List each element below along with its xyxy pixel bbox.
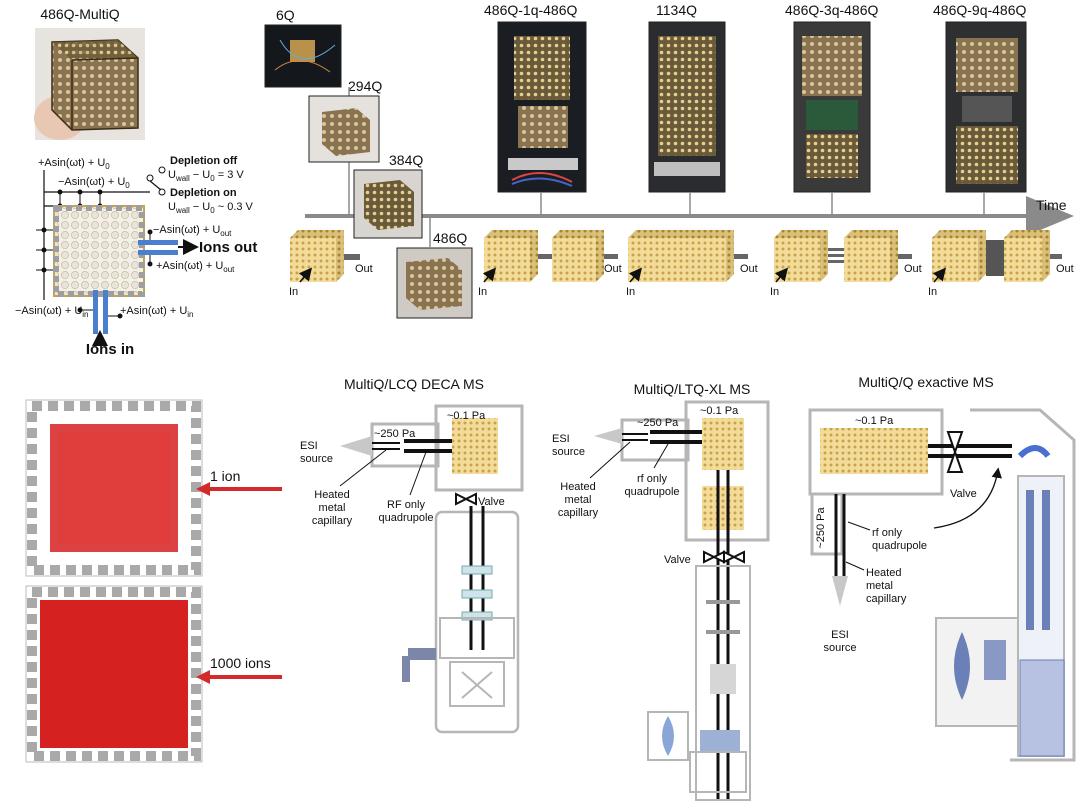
label-1-ion: 1 ion <box>210 468 240 484</box>
gen-label-486q-1q-486q: 486Q-1q-486Q <box>484 2 578 18</box>
cube-486q: Out In <box>289 230 373 298</box>
label-1000-ions: 1000 ions <box>210 655 271 671</box>
deca-title: MultiQ/LCQ DECA MS <box>344 376 484 392</box>
right-top-voltage: −Asin(ωt) + Uout <box>153 224 232 238</box>
cube-in-label: In <box>478 286 487 298</box>
gen-label-486q: 486Q <box>433 230 467 246</box>
top-mid-voltage: −Asin(ωt) + U0 <box>58 176 130 190</box>
deca-high-pressure: ~0.1 Pa <box>447 410 486 422</box>
right-bottom-voltage: +Asin(ωt) + Uout <box>156 260 235 274</box>
depletion-on-label: Depletion on <box>170 187 237 199</box>
qe-low-pressure: ~250 Pa <box>815 506 827 548</box>
photo-486q <box>396 247 473 319</box>
multiq-photo-title: 486Q-MultiQ <box>40 6 119 22</box>
timeline: Time 6Q 294Q 384Q 486Q 486Q-1q-486Q 1134… <box>264 2 1074 319</box>
deca-low-pressure: ~250 Pa <box>374 428 416 440</box>
cube-in-label: In <box>770 286 779 298</box>
ions-in-label: Ions in <box>86 341 134 358</box>
electrode-schematic: +Asin(ωt) + U0 −Asin(ωt) + U0 Depletion … <box>15 155 257 358</box>
simulation-1-ion: 1 ion <box>25 399 282 577</box>
photo-1134q <box>648 21 726 193</box>
gen-label-6q: 6Q <box>276 7 295 23</box>
cube-pair-486q-3q-486q: Out In <box>770 230 922 298</box>
ions-out-label: Ions out <box>199 239 257 256</box>
top-left-voltage: +Asin(ωt) + U0 <box>38 157 110 171</box>
ltq-low-pressure: ~250 Pa <box>637 417 679 429</box>
ms-q-exactive: MultiQ/Q exactive MS ~0.1 Pa Valve ~250 … <box>808 374 1076 762</box>
cube-in-label: In <box>289 286 298 298</box>
photo-294q <box>308 95 380 163</box>
photo-486q-9q-486q <box>945 21 1027 193</box>
cube-out-label: Out <box>904 263 922 275</box>
qe-high-pressure: ~0.1 Pa <box>855 415 894 427</box>
deca-valve: Valve <box>478 496 505 508</box>
cube-out-label: Out <box>1056 263 1074 275</box>
bottom-left-voltage: −Asin(ωt) + Uin <box>15 305 89 319</box>
cube-pair-486q-1q-486q: Out In <box>478 230 622 298</box>
gen-label-294q: 294Q <box>348 78 382 94</box>
ltq-valve: Valve <box>664 554 691 566</box>
multiq-photo <box>34 28 145 140</box>
gen-label-384q: 384Q <box>389 152 423 168</box>
gen-label-1134q: 1134Q <box>656 2 697 18</box>
cube-in-label: In <box>928 286 937 298</box>
gen-label-486q-3q-486q: 486Q-3q-486Q <box>785 2 879 18</box>
depletion-off-label: Depletion off <box>170 155 238 167</box>
photo-486q-3q-486q <box>793 21 871 193</box>
cube-1134q: Out In <box>626 230 758 298</box>
ltq-title: MultiQ/LTQ-XL MS <box>634 381 751 397</box>
time-label: Time <box>1036 197 1067 213</box>
ltq-high-pressure: ~0.1 Pa <box>700 405 739 417</box>
photo-6q <box>264 24 342 88</box>
photo-384q <box>353 169 423 239</box>
cube-out-label: Out <box>355 263 373 275</box>
gen-label-486q-9q-486q: 486Q-9q-486Q <box>933 2 1027 18</box>
cube-out-label: Out <box>740 263 758 275</box>
bottom-right-voltage: +Asin(ωt) + Uin <box>120 305 194 319</box>
qe-valve: Valve <box>950 488 977 500</box>
cube-in-label: In <box>626 286 635 298</box>
depletion-off-equation: Uwall − U0 = 3 V <box>168 169 244 183</box>
cube-out-label: Out <box>604 263 622 275</box>
photo-486q-1q-486q <box>497 21 587 193</box>
depletion-on-equation: Uwall − U0 ~ 0.3 V <box>168 201 254 215</box>
cube-pair-486q-9q-486q: Out In <box>928 230 1074 298</box>
simulation-1000-ions: 1000 ions <box>25 585 282 763</box>
qe-title: MultiQ/Q exactive MS <box>858 374 993 390</box>
